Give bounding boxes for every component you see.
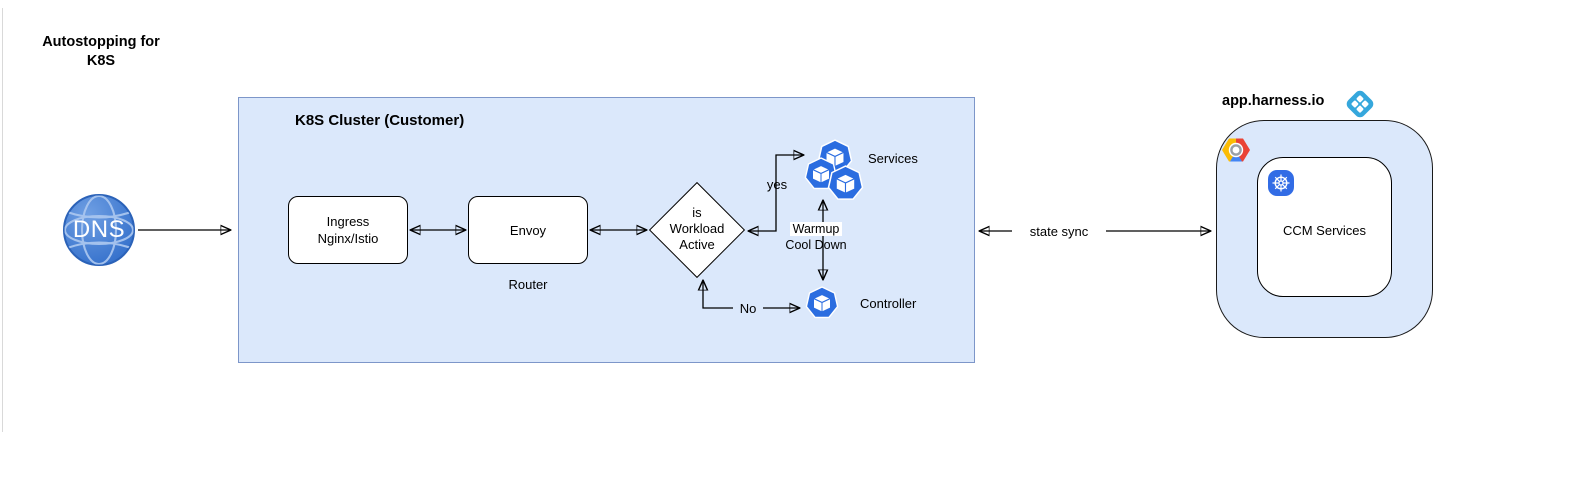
cluster-title: K8S Cluster (Customer) <box>295 112 465 129</box>
controller-pod-icon[interactable] <box>805 286 839 320</box>
ccm-services-label: CCM Services <box>1282 223 1367 238</box>
edge-label-no: No <box>733 300 763 317</box>
edge-label-warmup-cooldown: Warmup Cool Down <box>776 221 856 253</box>
envoy-caption: Router <box>508 277 548 292</box>
services-label: Services <box>868 151 918 166</box>
harness-logo-icon <box>1343 87 1377 121</box>
ingress-label: Ingress Nginx/Istio <box>317 214 379 246</box>
pod-icon[interactable] <box>827 165 864 202</box>
cooldown-label: Cool Down <box>785 238 847 252</box>
edge-label-state-sync: state sync <box>1012 223 1106 240</box>
envoy-node[interactable]: Envoy <box>468 196 588 264</box>
warmup-label: Warmup <box>789 222 843 236</box>
gcp-icon <box>1220 134 1252 166</box>
controller-label: Controller <box>860 296 917 311</box>
edge-label-yes: yes <box>766 177 788 192</box>
kubernetes-icon <box>1267 169 1295 197</box>
page-edge-line <box>2 8 3 432</box>
decision-label: is Workload Active <box>669 205 725 252</box>
diagram-title: Autostopping for K8S <box>42 34 160 69</box>
dns-globe-icon <box>63 194 135 266</box>
pod-icon[interactable] <box>804 157 838 191</box>
envoy-label: Envoy <box>509 222 547 238</box>
harness-title: app.harness.io <box>1222 93 1325 109</box>
ingress-node[interactable]: Ingress Nginx/Istio <box>288 196 408 264</box>
dns-node[interactable]: DNS <box>62 193 136 267</box>
dns-label: DNS <box>72 216 126 243</box>
